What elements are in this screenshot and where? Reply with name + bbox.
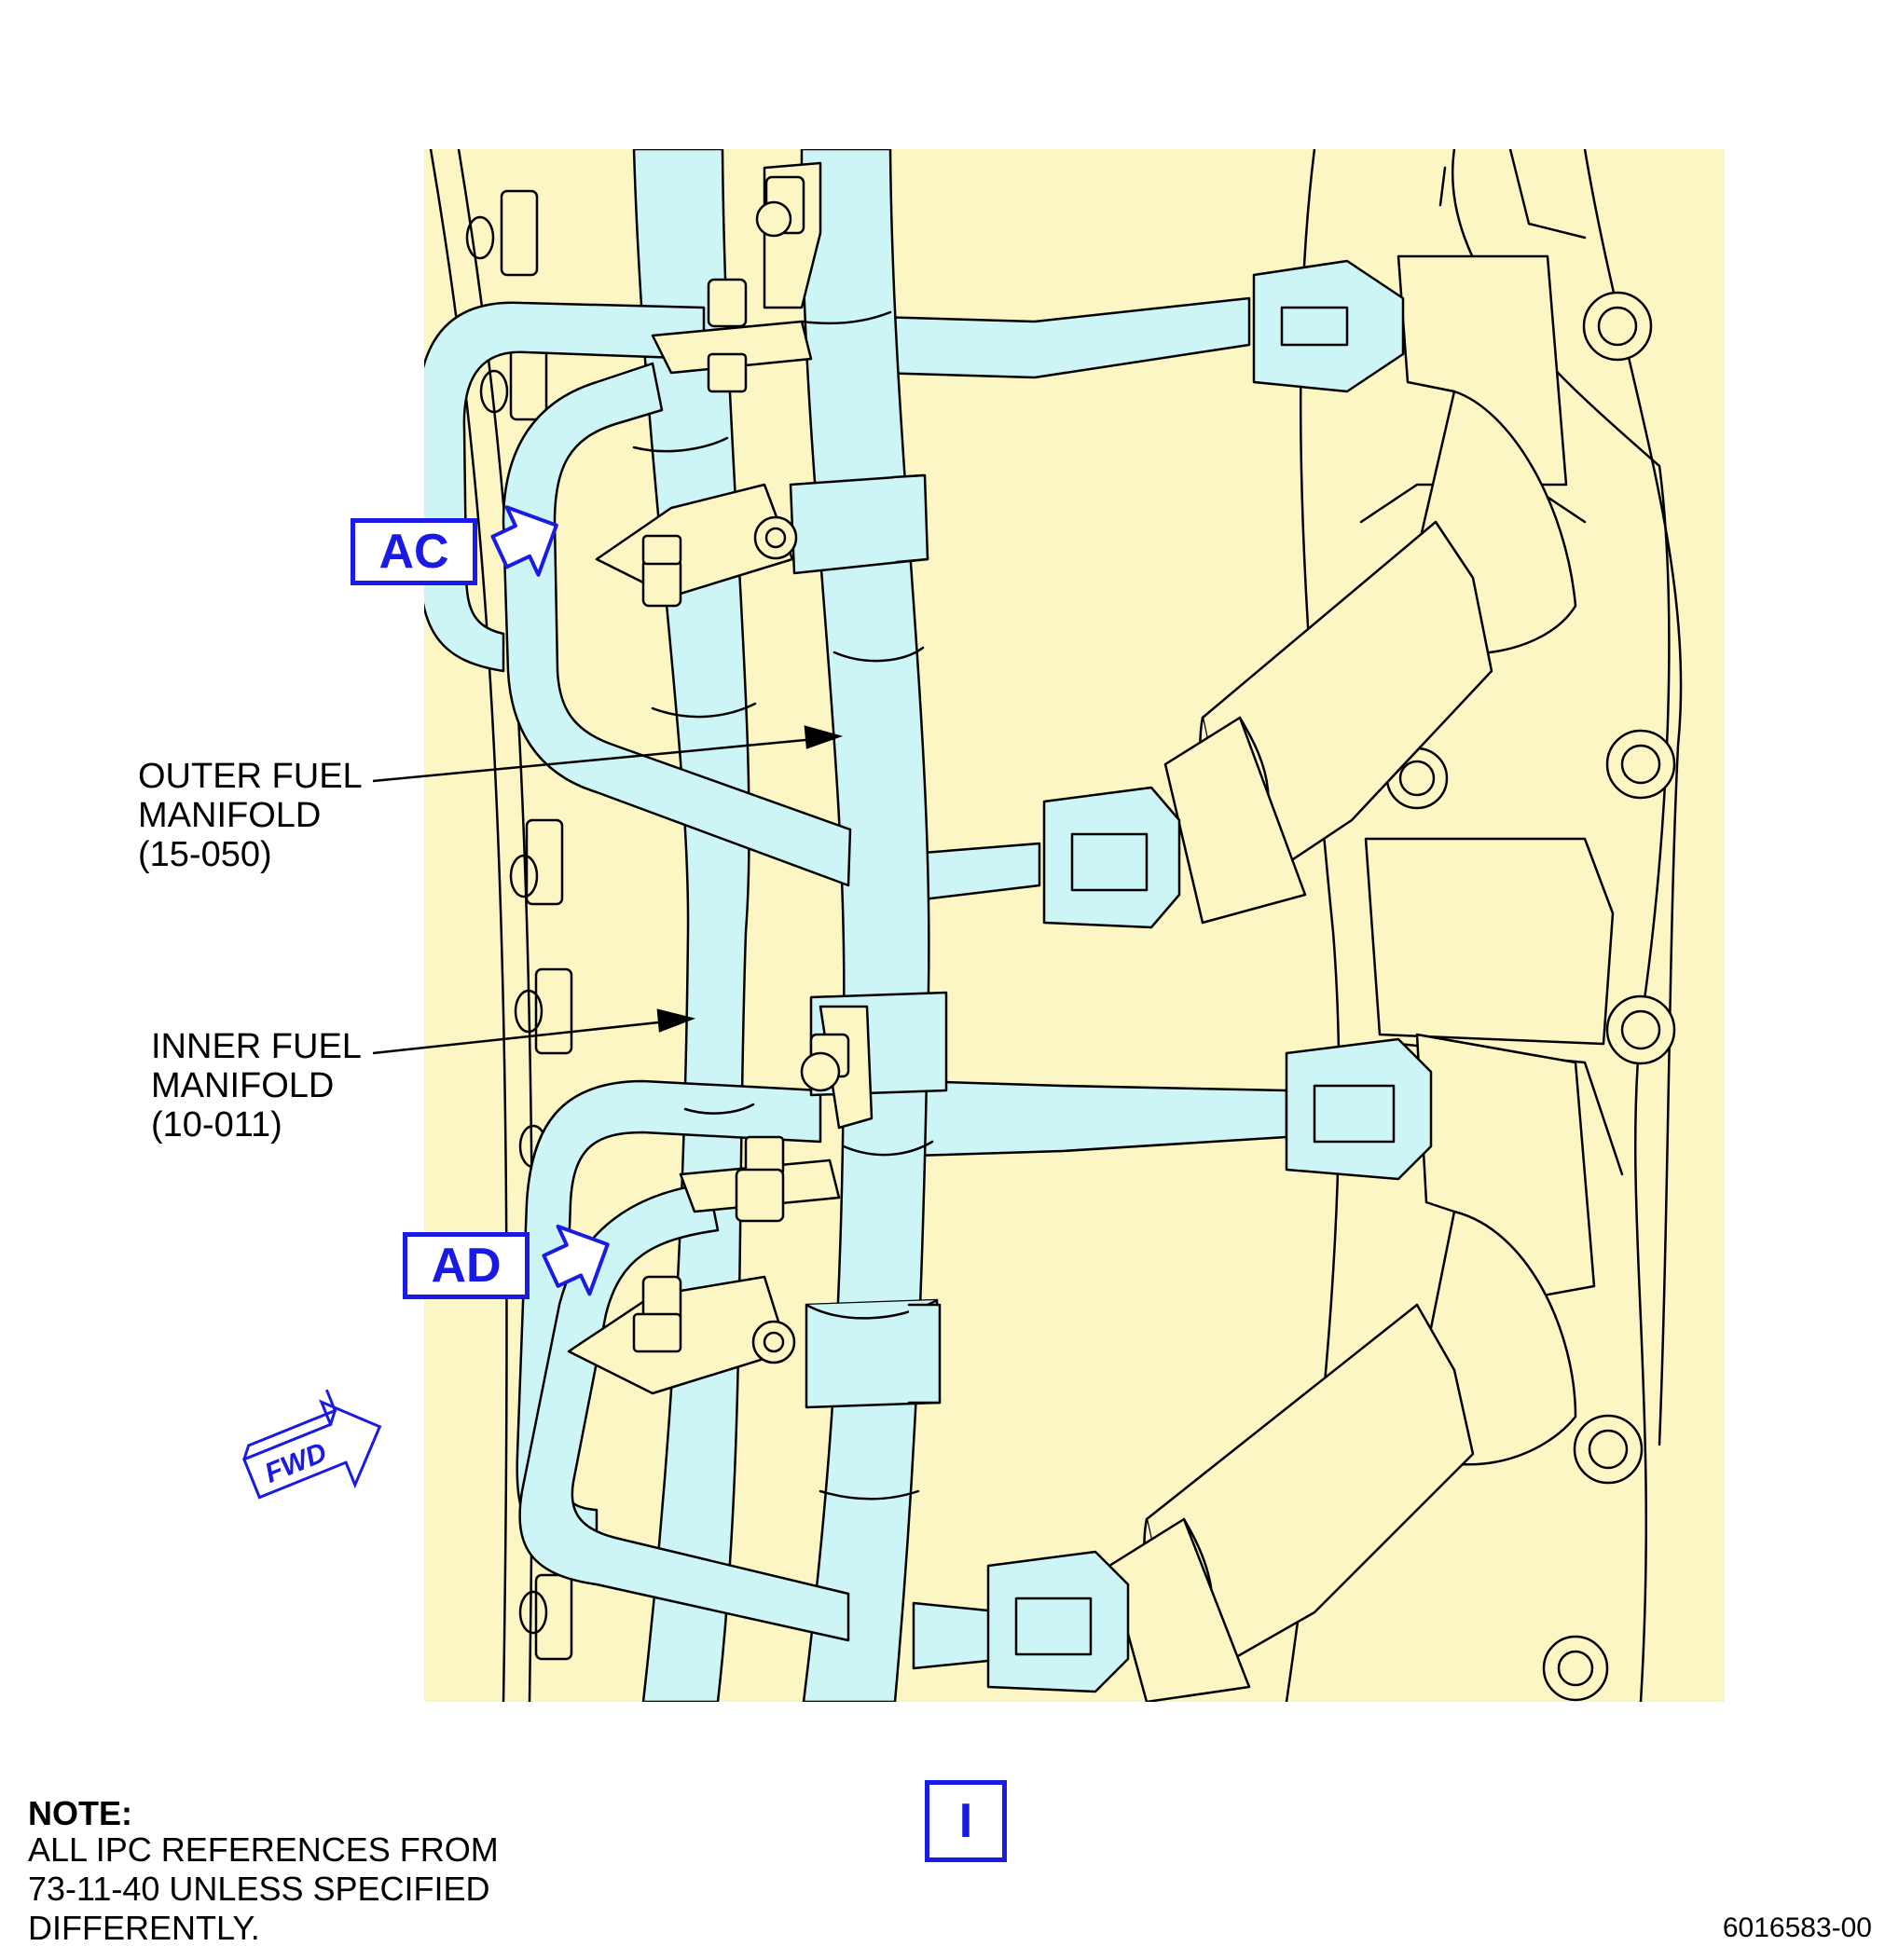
inner-manifold-leader [372, 1019, 677, 1055]
callout-ac[interactable]: AC [351, 518, 477, 585]
transfer-tubes [874, 296, 1288, 1670]
outer-manifold-label: OUTER FUEL MANIFOLD (15-050) [138, 757, 363, 874]
bracket-bolts [632, 175, 850, 1364]
inner-manifold-arrowhead [656, 1008, 696, 1033]
note-title: NOTE: [28, 1794, 132, 1832]
tube-seams [632, 310, 934, 1501]
case-bolts [1385, 291, 1676, 1702]
case-flange [429, 149, 508, 1702]
ad-view-arrow [542, 1224, 610, 1296]
fuel-nozzle-upper [1163, 254, 1577, 925]
view-indicator[interactable]: I [925, 1780, 1007, 1862]
b-nut-fittings [986, 259, 1433, 1693]
outer-manifold-arrowhead [804, 725, 844, 749]
note-body: ALL IPC REFERENCES FROM 73-11-40 UNLESS … [28, 1830, 499, 1947]
upper-nozzle-feed-tube [502, 362, 852, 887]
fwd-arrow: FWD [241, 1389, 382, 1500]
callout-ad[interactable]: AD [403, 1232, 530, 1299]
outer-manifold-leader [372, 736, 826, 783]
ac-view-arrow [490, 505, 558, 577]
fuel-nozzle-lower [1108, 1033, 1596, 1702]
view-arrows [490, 505, 610, 1296]
figure-id: 6016583-00 [1722, 1912, 1872, 1943]
leader-lines [372, 725, 844, 1055]
inner-manifold-label: INNER FUEL MANIFOLD (10-011) [151, 1027, 362, 1144]
